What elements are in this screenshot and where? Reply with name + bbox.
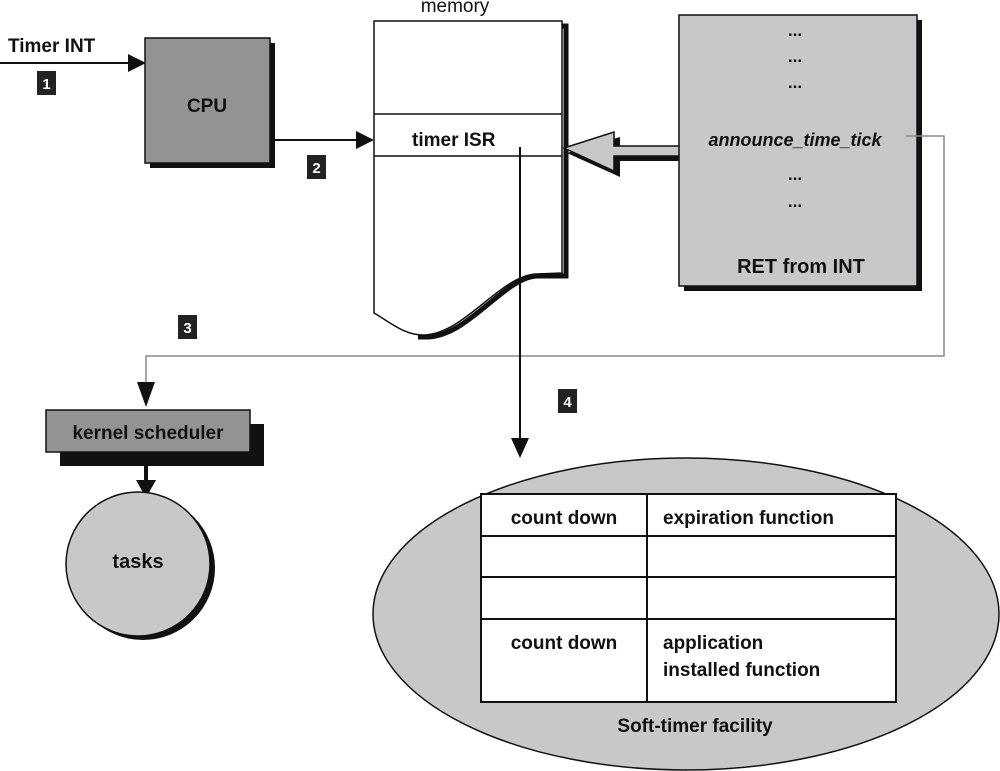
scheduler-to-tasks-arrow — [136, 466, 156, 498]
svg-text:2: 2 — [312, 160, 320, 177]
svg-text:1: 1 — [42, 76, 50, 93]
isr-call-arrow — [561, 130, 683, 177]
announce-time-tick-label: announce_time_tick — [708, 130, 882, 150]
timer-isr-label: timer ISR — [412, 130, 496, 151]
step-badge-3: 3 — [178, 315, 197, 339]
panel-ellipsis: ... — [788, 21, 802, 40]
isr-panel: ... ... ... announce_time_tick ... ... R… — [678, 14, 922, 291]
isr-to-soft-timer-arrow — [511, 147, 529, 458]
cpu-box: CPU — [144, 37, 275, 168]
cpu-label: CPU — [187, 96, 227, 117]
step-badge-2: 2 — [307, 155, 326, 179]
timer-table: count down expiration function count dow… — [480, 493, 897, 703]
svg-text:3: 3 — [183, 320, 191, 337]
cpu-to-isr-arrow — [275, 131, 374, 149]
timer-int-arrow — [0, 54, 146, 72]
kernel-scheduler-box: kernel scheduler — [45, 409, 264, 466]
timer-int-label: Timer INT — [8, 36, 96, 57]
tasks-label: tasks — [112, 551, 163, 573]
step-badge-4: 4 — [558, 389, 577, 413]
tasks-circle: tasks — [65, 491, 215, 640]
panel-ellipsis: ... — [788, 165, 802, 184]
table-header-expiration-function: expiration function — [663, 508, 834, 529]
panel-ellipsis: ... — [788, 47, 802, 66]
panel-ellipsis: ... — [788, 192, 802, 211]
table-cell-function-line2: installed function — [663, 660, 820, 681]
step-badge-1: 1 — [37, 71, 56, 95]
svg-text:4: 4 — [563, 394, 572, 411]
memory-label: memory — [421, 0, 490, 17]
tick-to-scheduler-line — [137, 135, 945, 407]
table-cell-count-down: count down — [511, 633, 618, 654]
ret-from-int-label: RET from INT — [737, 256, 865, 278]
soft-timer-facility: count down expiration function count dow… — [372, 457, 1000, 771]
soft-timer-facility-label: Soft-timer facility — [617, 716, 773, 737]
panel-ellipsis: ... — [788, 73, 802, 92]
memory-block: timer ISR — [373, 20, 569, 340]
table-header-count-down: count down — [511, 508, 618, 529]
kernel-scheduler-label: kernel scheduler — [72, 423, 224, 444]
table-cell-function-line1: application — [663, 633, 763, 654]
